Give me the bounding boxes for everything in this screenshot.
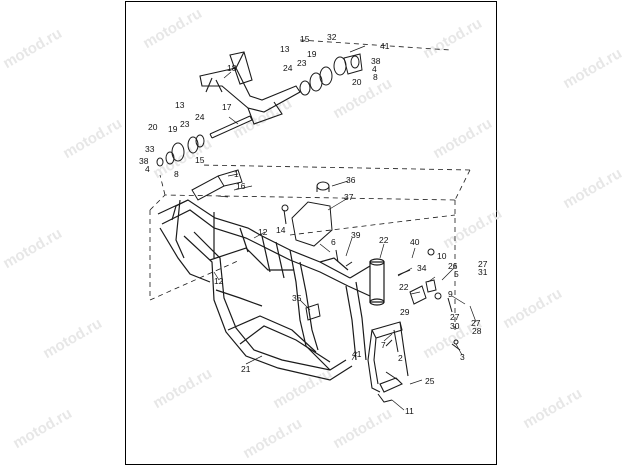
callout-label: 17 xyxy=(222,102,232,112)
main-frame xyxy=(157,199,385,381)
callout-label: 30 xyxy=(450,321,460,331)
callout-label: 36 xyxy=(346,175,356,185)
dashed-guides xyxy=(149,39,471,330)
leader-lines xyxy=(213,45,477,411)
small-hardware xyxy=(281,204,461,403)
callout-label: 22 xyxy=(399,282,409,292)
callout-label: 4 xyxy=(145,164,150,174)
callout-label: 38 xyxy=(139,156,149,166)
left-bearing-stack xyxy=(156,134,205,167)
callout-label: 14 xyxy=(276,225,286,235)
callout-label: 40 xyxy=(410,237,420,247)
callout-label: 37 xyxy=(344,192,354,202)
pivot-shaft xyxy=(209,115,253,139)
swingarm xyxy=(199,51,301,125)
callout-label: 8 xyxy=(373,72,378,82)
callout-label: 12 xyxy=(214,276,224,286)
callout-label: 15 xyxy=(300,34,310,44)
callout-label: 19 xyxy=(307,49,317,59)
callout-label: 27 xyxy=(478,259,488,269)
callout-label: 23 xyxy=(180,119,190,129)
callout-label: 2 xyxy=(398,353,403,363)
callout-label: 31 xyxy=(478,267,488,277)
callout-label: 6 xyxy=(331,237,336,247)
callout-label: 19 xyxy=(168,124,178,134)
callout-label: 22 xyxy=(379,235,389,245)
callout-label: 33 xyxy=(145,144,155,154)
callout-label: 35 xyxy=(292,293,302,303)
callout-label: 23 xyxy=(297,58,307,68)
callout-label: 9 xyxy=(448,289,453,299)
callout-label: 7 xyxy=(381,340,386,350)
callout-label: 39 xyxy=(351,230,361,240)
center-bracket xyxy=(305,303,321,321)
callout-label: 3 xyxy=(460,352,465,362)
callout-label: 11 xyxy=(405,406,414,416)
callout-label: 15 xyxy=(195,155,205,165)
callout-label: 4 xyxy=(372,64,377,74)
callout-label: 24 xyxy=(283,63,293,73)
callout-label: 20 xyxy=(148,122,158,132)
callout-label: 24 xyxy=(195,112,205,122)
callout-label: 13 xyxy=(280,44,290,54)
crossmember-tube xyxy=(191,169,243,201)
callout-label: 27 xyxy=(471,318,481,328)
callout-label: 41 xyxy=(380,41,390,51)
callout-label: 5 xyxy=(454,269,459,279)
callout-label: 12 xyxy=(258,227,268,237)
callout-label: 32 xyxy=(327,32,337,42)
cap-and-bracket xyxy=(291,181,333,247)
callout-label: 18 xyxy=(227,63,237,73)
callout-label: 28 xyxy=(472,326,482,336)
callout-label: 21 xyxy=(241,364,251,374)
right-bearing-stack xyxy=(299,53,363,96)
callout-label: 20 xyxy=(352,77,362,87)
callout-label: 1 xyxy=(234,169,239,179)
callout-label: 38 xyxy=(371,56,381,66)
callout-label: 29 xyxy=(400,307,410,317)
callout-label: 26 xyxy=(448,261,458,271)
callout-label: 41 xyxy=(352,349,362,359)
callout-label: 13 xyxy=(175,100,185,110)
callout-label: 25 xyxy=(425,376,435,386)
lower-crossmember xyxy=(367,321,409,393)
callout-label: 34 xyxy=(417,263,427,273)
callout-label: 16 xyxy=(236,181,246,191)
callout-label: 10 xyxy=(437,251,447,261)
callout-label: 27 xyxy=(450,312,460,322)
callout-label: 8 xyxy=(174,169,179,179)
